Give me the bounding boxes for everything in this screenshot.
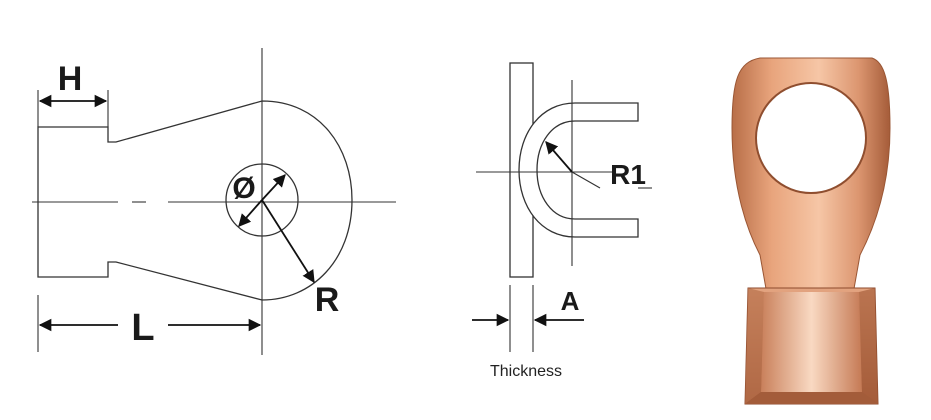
copper-terminal-photo xyxy=(731,57,891,405)
diameter-arrow-down xyxy=(238,199,263,227)
r1-arrow xyxy=(545,141,573,173)
diameter-arrow-up xyxy=(261,174,286,201)
side-view: R1 A Thickness xyxy=(472,62,652,380)
radius-arrow xyxy=(261,199,315,284)
diameter-label: Ø xyxy=(232,172,255,205)
r1-label: R1 xyxy=(610,159,646,190)
thickness-label: Thickness xyxy=(490,363,562,380)
r-label: R xyxy=(315,281,340,319)
a-label: A xyxy=(561,286,580,316)
crimp-barrel-u xyxy=(518,102,639,238)
front-view: H L Ø R xyxy=(32,48,396,355)
copper-barrel-fold-right xyxy=(859,288,878,404)
copper-barrel-inner xyxy=(761,292,862,392)
l-label: L xyxy=(131,307,154,349)
h-label: H xyxy=(58,60,83,98)
terminal-outline xyxy=(37,100,353,301)
copper-ring-hole xyxy=(755,82,867,194)
r1-leader xyxy=(571,171,601,189)
copper-barrel-fold-left xyxy=(745,288,764,404)
copper-barrel-bottom xyxy=(745,392,878,404)
